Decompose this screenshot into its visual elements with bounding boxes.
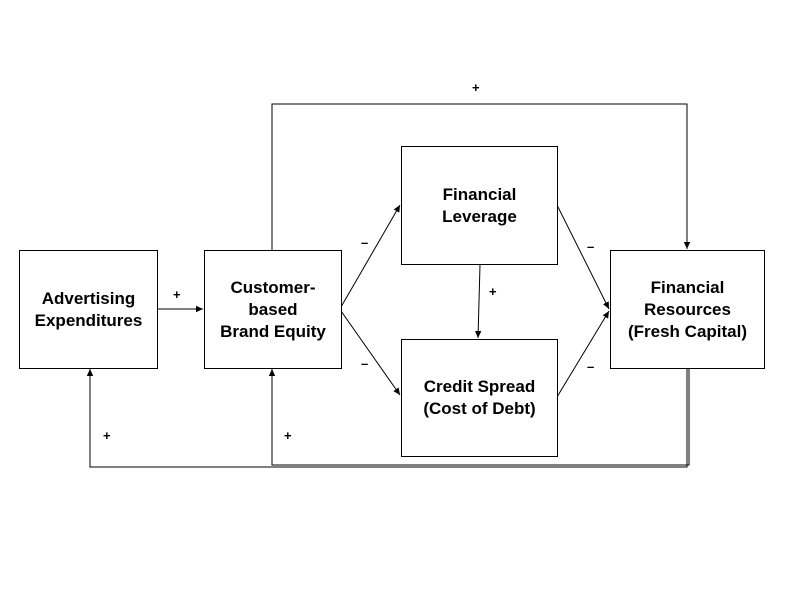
arrow-leverage-to-credit-spread bbox=[474, 264, 482, 339]
sign-feedback-to-brand-equity: + bbox=[284, 428, 292, 443]
arrow-feedback-to-advertising bbox=[86, 368, 688, 468]
node-label: Credit Spread bbox=[423, 377, 536, 396]
arrow-credit-spread-to-resources bbox=[556, 310, 610, 398]
sign-brand-to-spread: – bbox=[361, 356, 369, 371]
node-label: Customer- bbox=[230, 277, 316, 297]
arrow-top-loop-brand-to-resources bbox=[271, 103, 691, 250]
node-label: (Fresh Capital) bbox=[627, 321, 748, 341]
sign-leverage-to-resources: – bbox=[587, 239, 595, 254]
node-label: Brand Equity bbox=[220, 321, 326, 341]
arrow-brand-equity-to-leverage bbox=[340, 204, 401, 308]
sign-brand-to-leverage: – bbox=[361, 235, 369, 250]
node-brand-equity: Customer- based Brand Equity bbox=[204, 250, 342, 369]
node-label: Financial bbox=[650, 277, 725, 297]
node-label: Leverage bbox=[442, 206, 517, 226]
node-credit-spread: Credit Spread (Cost of Debt) bbox=[401, 339, 558, 457]
node-label: Expenditures bbox=[34, 310, 143, 330]
sign-top-loop: + bbox=[472, 80, 480, 95]
sign-leverage-to-spread: + bbox=[489, 284, 497, 299]
node-label: Financial bbox=[442, 184, 517, 204]
sign-feedback-to-advertising: + bbox=[103, 428, 111, 443]
node-financial-leverage: Financial Leverage bbox=[401, 146, 558, 265]
sign-adv-to-brand: + bbox=[173, 287, 181, 302]
arrow-leverage-to-resources bbox=[556, 204, 610, 310]
sign-spread-to-resources: – bbox=[587, 359, 595, 374]
node-advertising-expenditures: Advertising Expenditures bbox=[19, 250, 158, 369]
node-label: Resources bbox=[644, 299, 731, 319]
node-label: based bbox=[248, 299, 298, 319]
node-label: (Cost of Debt) bbox=[423, 399, 536, 418]
arrow-feedback-to-brand-equity bbox=[268, 368, 690, 466]
arrow-brand-equity-to-credit-spread bbox=[340, 310, 401, 396]
node-label: Advertising bbox=[41, 288, 136, 308]
node-financial-resources: Financial Resources (Fresh Capital) bbox=[610, 250, 765, 369]
